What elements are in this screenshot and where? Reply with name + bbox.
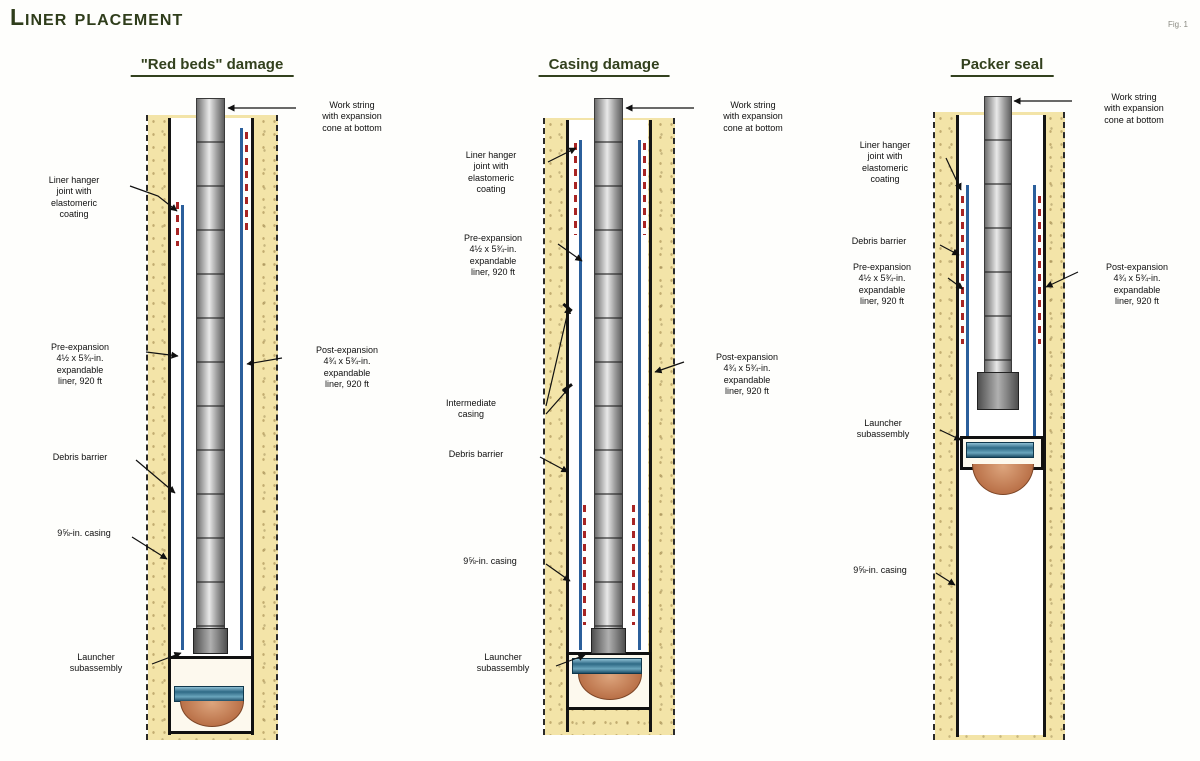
work-string-tube [984,96,1012,376]
casing-line-left [566,120,569,732]
label-intermediate-casing-2: Intermediate casing [445,398,497,420]
label-casing-1: 9⅝-in. casing [57,528,111,538]
diagram-title-red-beds: "Red beds" damage [130,56,294,77]
launcher-seal-band [966,442,1034,458]
borehole-dashed-edge-left [933,112,935,740]
work-string-tube [594,98,623,630]
elastomeric-coating-left [961,196,964,344]
elastomeric-coating-right-lower [632,505,635,625]
casing-line-right [251,118,254,735]
borehole-dashed-edge-right [276,115,278,740]
elastomeric-coating-left [176,202,179,246]
casing-line-right [649,120,652,732]
label-launcher-1: Launcher subassembly [69,652,123,674]
elastomeric-coating-right [245,132,248,236]
expandable-liner-left [966,185,969,440]
elastomeric-coating-right-upper [643,143,646,235]
figure-number: Fig. 1 [1167,20,1188,29]
diagram-title-packer-seal: Packer seal [950,56,1054,77]
work-string-tube [196,98,225,630]
label-work-string-3: Work string with expansion cone at botto… [1104,92,1164,125]
expansion-cone [591,628,626,654]
diagram-title-casing-damage: Casing damage [538,56,670,77]
label-liner-hanger-1: Liner hanger joint with elastomeric coat… [48,175,100,219]
label-launcher-2: Launcher subassembly [476,652,530,674]
expanded-liner-section [977,372,1019,410]
label-launcher-3: Launcher subassembly [856,418,910,440]
label-work-string-1: Work string with expansion cone at botto… [322,100,382,133]
casing-line-left [956,115,959,737]
elastomeric-coating-right [1038,196,1041,344]
label-post-expansion-2: Post-expansion 4¾ x 5¾-in. expandable li… [715,352,779,396]
expandable-liner-right [240,128,243,650]
elastomeric-coating-left-upper [574,143,577,235]
label-pre-expansion-2: Pre-expansion 4½ x 5¾-in. expandable lin… [463,233,523,277]
launcher-seal-band [174,686,244,702]
label-liner-hanger-2: Liner hanger joint with elastomeric coat… [465,150,517,194]
expansion-cone [193,628,228,654]
label-pre-expansion-1: Pre-expansion 4½ x 5¾-in. expandable lin… [50,342,110,386]
borehole-dashed-edge-right [673,118,675,735]
label-liner-hanger-3: Liner hanger joint with elastomeric coat… [859,140,911,184]
label-work-string-2: Work string with expansion cone at botto… [723,100,783,133]
page-title: Liner placement [10,4,184,30]
label-post-expansion-3: Post-expansion 4¾ x 5¾-in. expandable li… [1105,262,1169,306]
casing-line-right [1043,115,1046,737]
borehole-dashed-edge-left [146,115,148,740]
expandable-liner-left [579,140,582,650]
expandable-liner-left [181,205,184,650]
label-debris-barrier-2: Debris barrier [448,449,504,459]
casing-line-left [168,118,171,735]
label-casing-2: 9⅝-in. casing [463,556,517,566]
label-debris-barrier-3: Debris barrier [851,236,907,246]
label-debris-barrier-1: Debris barrier [52,452,108,462]
label-post-expansion-1: Post-expansion 4¾ x 5¾-in. expandable li… [315,345,379,389]
borehole-dashed-edge-left [543,118,545,735]
expandable-liner-right [1033,185,1036,440]
launcher-seal-band [572,658,642,674]
borehole-dashed-edge-right [1063,112,1065,740]
elastomeric-coating-left-lower [583,505,586,625]
expandable-liner-right [638,140,641,650]
label-casing-3: 9⅝-in. casing [853,565,907,575]
label-pre-expansion-3: Pre-expansion 4½ x 5¾-in. expandable lin… [852,262,912,306]
